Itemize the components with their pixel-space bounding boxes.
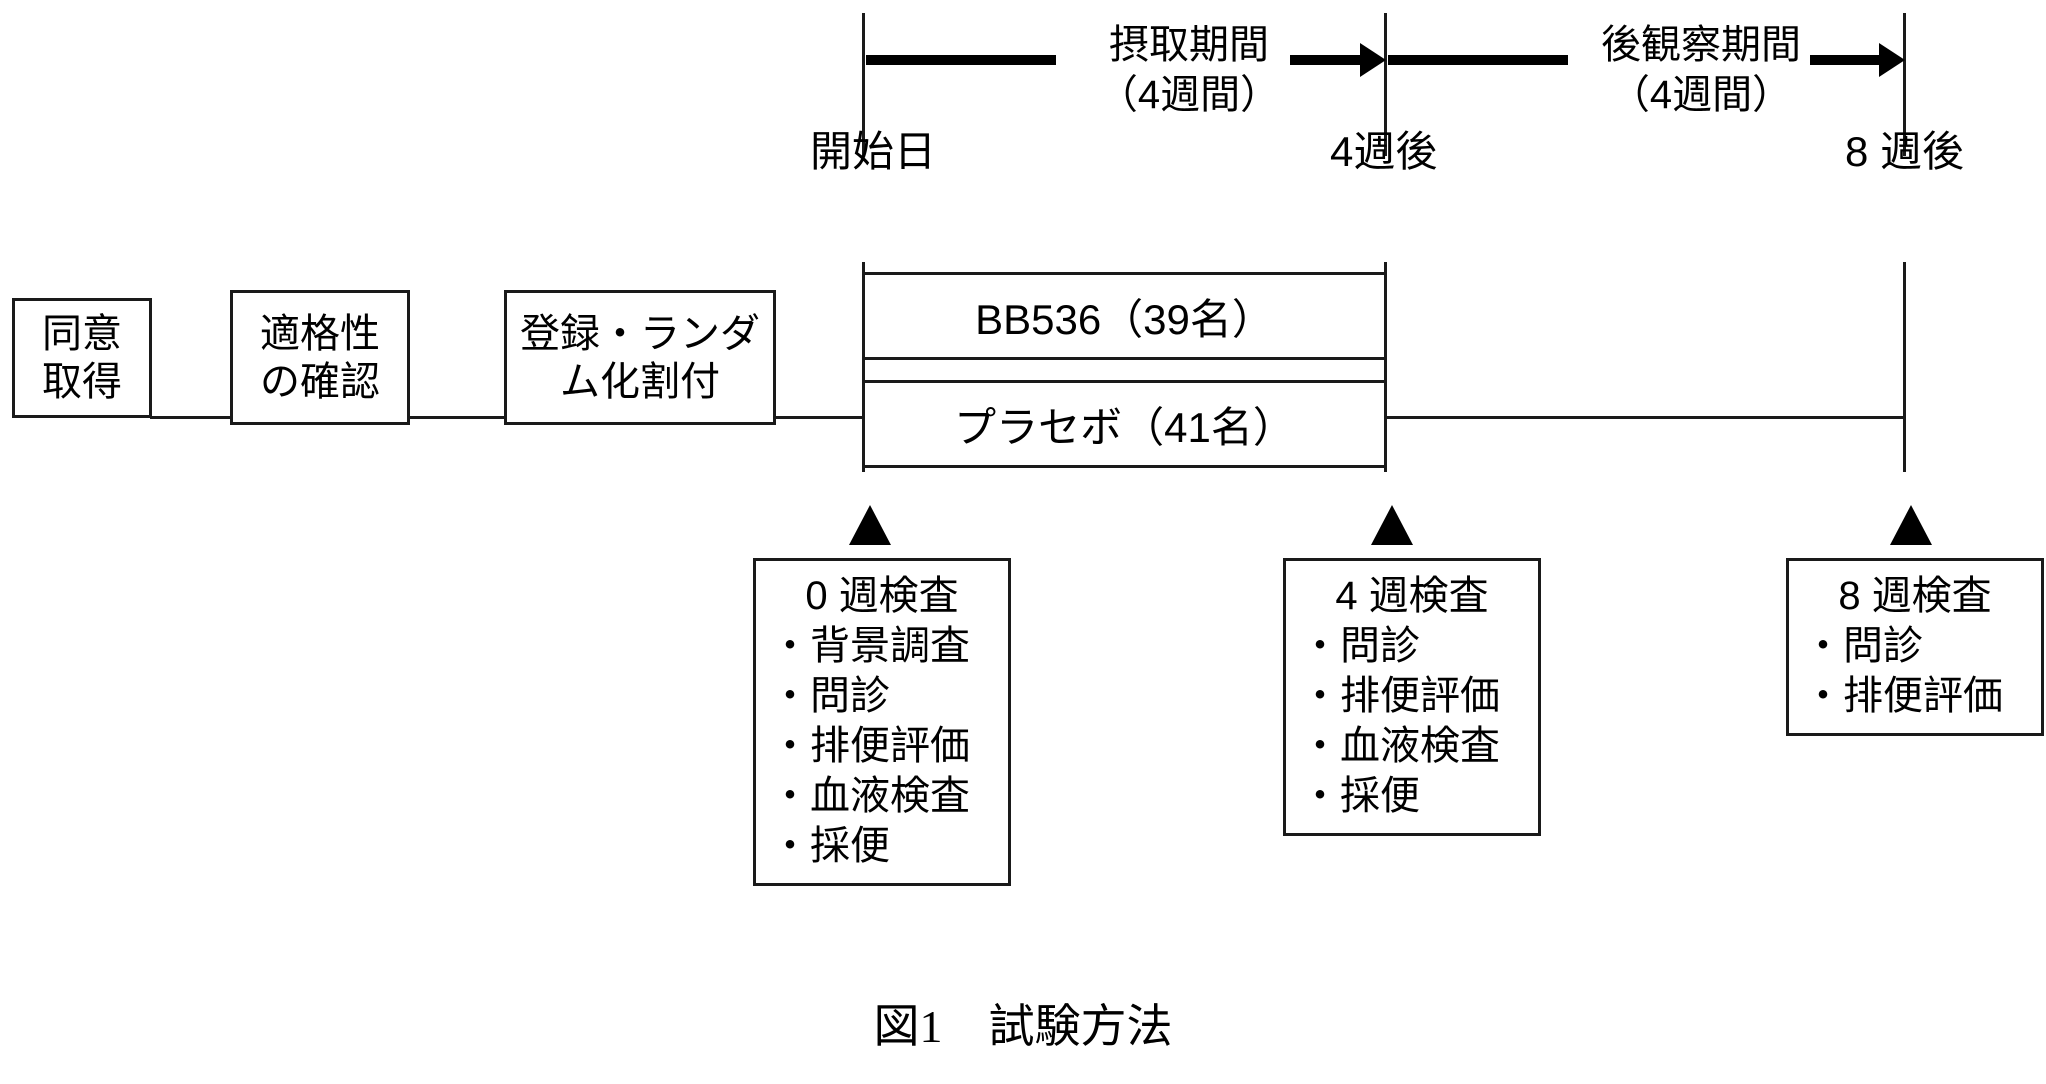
arm-row-placebo[interactable]: プラセボ（41名） <box>862 380 1387 468</box>
exam-box-week-8-title: 8 週検査 <box>1838 574 1992 618</box>
pointer-triangle-week-4 <box>1371 505 1413 545</box>
arm-row-placebo-label: プラセボ（41名） <box>954 403 1295 451</box>
followup-period-line1: 後観察期間 <box>1601 23 1801 67</box>
intake-period-line1: 摂取期間 <box>1109 23 1269 67</box>
exam-item: ・採便 <box>1300 774 1420 818</box>
exam-item: ・問診 <box>1300 624 1420 668</box>
exam-box-week-0[interactable]: 0 週検査 ・背景調査 ・問診 ・排便評価 ・血液検査 ・採便 <box>753 558 1011 886</box>
exam-box-week-0-list: ・背景調査 ・問診 ・排便評価 ・血液検査 ・採便 <box>770 621 994 871</box>
timeline-vline-week4 <box>1384 13 1387 156</box>
followup-period-bar <box>1388 55 1568 65</box>
timeline-vline-week8 <box>1903 13 1906 156</box>
timepoint-label-week-4: 4週後 <box>1330 128 1438 175</box>
timepoint-label-start-day: 開始日 <box>810 128 937 175</box>
exam-item: ・血液検査 <box>770 774 970 818</box>
process-box-eligibility-line2: の確認 <box>260 359 380 404</box>
intake-period-label: 摂取期間 （4週間） <box>1056 20 1322 120</box>
pointer-triangle-week-0 <box>849 505 891 545</box>
exam-item: ・排便評価 <box>1300 674 1500 718</box>
timeline-vline-start <box>862 13 865 156</box>
followup-period-arrow-shaft <box>1810 55 1882 65</box>
connector-week4-to-week8 <box>1384 416 1906 419</box>
process-box-randomization[interactable]: 登録・ランダ ム化割付 <box>504 290 776 425</box>
exam-box-week-4[interactable]: 4 週検査 ・問診 ・排便評価 ・血液検査 ・採便 <box>1283 558 1541 836</box>
exam-box-week-8[interactable]: 8 週検査 ・問診 ・排便評価 <box>1786 558 2044 736</box>
process-box-consent-line1: 同意 <box>42 312 122 356</box>
connector-eligibility-to-randomization <box>408 416 506 419</box>
exam-item: ・排便評価 <box>1803 674 2003 718</box>
exam-item: ・問診 <box>770 674 890 718</box>
exam-item: ・採便 <box>770 824 890 868</box>
followup-period-label: 後観察期間 （4週間） <box>1568 20 1834 120</box>
arm-row-bb536-label: BB536（39名） <box>975 295 1274 343</box>
exam-item: ・排便評価 <box>770 724 970 768</box>
exam-box-week-8-list: ・問診 ・排便評価 <box>1803 621 2027 721</box>
process-box-eligibility[interactable]: 適格性 の確認 <box>230 290 410 425</box>
figure-caption: 図1 試験方法 <box>873 1001 1173 1052</box>
exam-box-week-0-title: 0 週検査 <box>805 574 959 618</box>
process-box-eligibility-line1: 適格性 <box>260 311 380 356</box>
followup-period-line2: （4週間） <box>1609 73 1793 117</box>
intake-period-line2: （4週間） <box>1097 73 1281 117</box>
intake-period-arrow-shaft <box>1290 55 1362 65</box>
exam-item: ・血液検査 <box>1300 724 1500 768</box>
arm-row-bb536[interactable]: BB536（39名） <box>862 272 1387 360</box>
process-box-randomization-line1: 登録・ランダ <box>520 311 760 356</box>
connector-consent-to-eligibility <box>150 416 232 419</box>
connector-randomization-to-arms <box>774 416 866 419</box>
exam-box-week-4-title: 4 週検査 <box>1335 574 1489 618</box>
followup-period-arrow-head <box>1879 43 1905 77</box>
exam-item: ・問診 <box>1803 624 1923 668</box>
process-box-consent[interactable]: 同意 取得 <box>12 298 152 418</box>
arm-vline-week4-lower <box>1384 262 1387 472</box>
timepoint-label-week-8: 8 週後 <box>1845 128 1965 175</box>
intake-period-bar <box>866 55 1056 65</box>
process-box-randomization-line2: ム化割付 <box>560 359 720 404</box>
exam-item: ・背景調査 <box>770 624 970 668</box>
intake-period-arrow-head <box>1360 43 1386 77</box>
pointer-triangle-week-8 <box>1890 505 1932 545</box>
process-box-consent-line2: 取得 <box>42 360 122 404</box>
exam-box-week-4-list: ・問診 ・排便評価 ・血液検査 ・採便 <box>1300 621 1524 821</box>
arm-vline-week8-lower <box>1903 262 1906 472</box>
